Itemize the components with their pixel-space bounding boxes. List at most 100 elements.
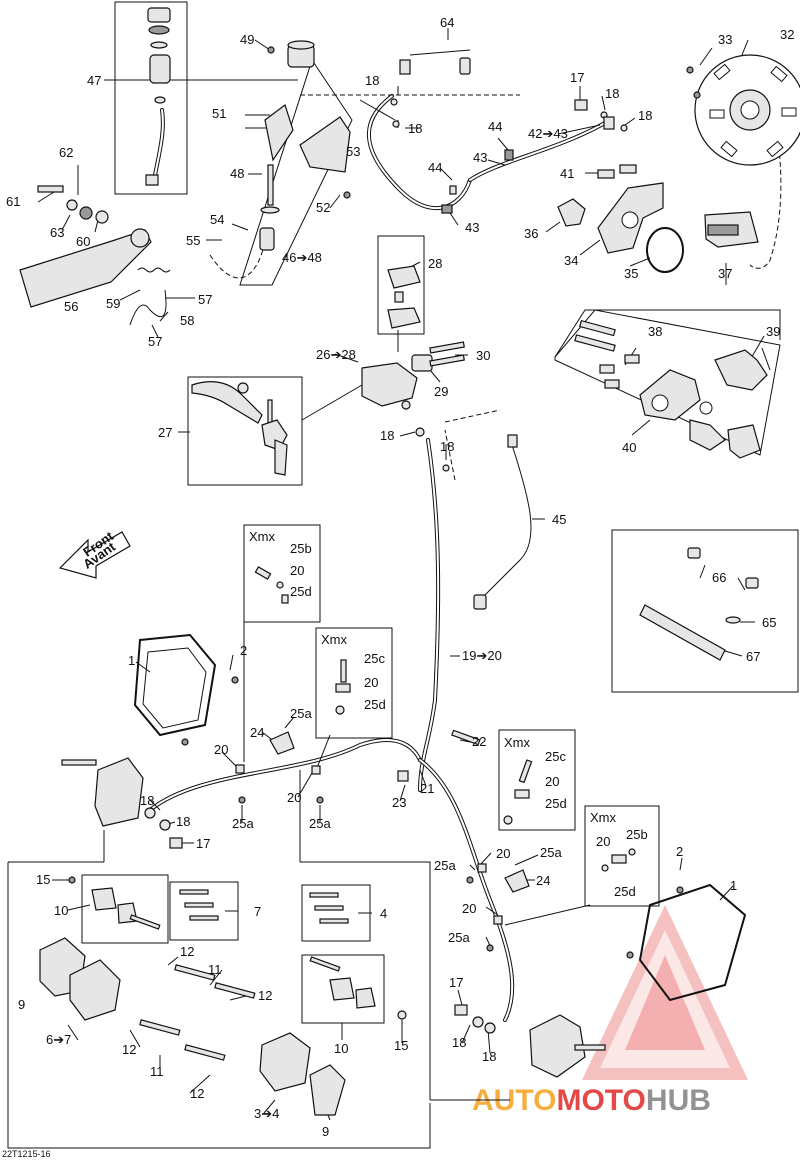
callout-25d-c: 25d (545, 796, 567, 811)
callout-29: 29 (434, 384, 448, 399)
callout-18-g: 18 (140, 793, 154, 808)
callout-39: 39 (766, 324, 780, 339)
plate-kit-box (611, 529, 799, 693)
callout-43-a: 43 (473, 150, 487, 165)
callout-25b-a: 25b (290, 541, 312, 556)
callout-23: 23 (392, 795, 406, 810)
callout-17-b: 17 (196, 836, 210, 851)
callout-58: 58 (180, 313, 194, 328)
callout-46-48: 46➔48 (282, 250, 322, 265)
callout-20-f: 20 (496, 846, 510, 861)
callout-18-b: 18 (408, 121, 422, 136)
callout-17-a: 17 (570, 70, 584, 85)
svg-text:AUTOMOTOHUB: AUTOMOTOHUB (472, 1084, 711, 1117)
callout-44-a: 44 (488, 119, 502, 134)
callout-6-7: 6➔7 (46, 1032, 71, 1047)
callout-42-43: 42➔43 (528, 126, 568, 141)
xmx-label-far-right: Xmx (590, 810, 617, 825)
callout-20-a: 20 (290, 563, 304, 578)
reservoir-kit-box (114, 1, 188, 195)
callout-18-h: 18 (176, 814, 190, 829)
callout-53: 53 (346, 144, 360, 159)
callout-9-a: 9 (18, 997, 25, 1012)
callout-25a-b: 25a (232, 816, 254, 831)
callout-55: 55 (186, 233, 200, 248)
callout-56: 56 (64, 299, 78, 314)
callout-28: 28 (428, 256, 442, 271)
callout-15-b: 15 (394, 1038, 408, 1053)
rear-caliper-frame (554, 309, 781, 456)
part-graphics (19, 7, 800, 1116)
callout-2-a: 2 (240, 643, 247, 658)
callout-22: 22 (472, 734, 486, 749)
callout-66: 66 (712, 570, 726, 585)
callout-21: 21 (420, 781, 434, 796)
callout-18-a: 18 (365, 73, 379, 88)
callout-59: 59 (106, 296, 120, 311)
callout-40: 40 (622, 440, 636, 455)
callout-18-j: 18 (482, 1049, 496, 1064)
watermark-logo: AUTOMOTOHUB (472, 905, 748, 1117)
callout-26-28: 26➔28 (316, 347, 356, 362)
callout-54: 54 (210, 212, 224, 227)
callout-35: 35 (624, 266, 638, 281)
callout-63: 63 (50, 225, 64, 240)
front-direction-arrow: Front Avant (58, 528, 131, 579)
callout-18-f: 18 (440, 439, 454, 454)
callout-45: 45 (552, 512, 566, 527)
callout-37: 37 (718, 266, 732, 281)
callout-25a-f: 25a (448, 930, 470, 945)
callout-15-a: 15 (36, 872, 50, 887)
watermark-hub: HUB (646, 1084, 711, 1117)
callout-4: 4 (380, 906, 387, 921)
callout-18-d: 18 (638, 108, 652, 123)
callout-33: 33 (718, 32, 732, 47)
callout-10-b: 10 (334, 1041, 348, 1056)
xmx-label-center: Xmx (321, 632, 348, 647)
callout-43-b: 43 (465, 220, 479, 235)
callout-20-c: 20 (214, 742, 228, 757)
callout-67: 67 (746, 649, 760, 664)
callout-1-a: 1 (128, 653, 135, 668)
callout-25d-d: 25d (614, 884, 636, 899)
callout-25a-e: 25a (540, 845, 562, 860)
callout-36: 36 (524, 226, 538, 241)
callout-20-b: 20 (364, 675, 378, 690)
callout-11-b: 11 (150, 1064, 164, 1079)
callout-18-c: 18 (605, 86, 619, 101)
callout-38: 38 (648, 324, 662, 339)
callout-30: 30 (476, 348, 490, 363)
callout-64: 64 (440, 15, 454, 30)
callout-60: 60 (76, 234, 90, 249)
callout-25b-b: 25b (626, 827, 648, 842)
callout-57a: 57 (198, 292, 212, 307)
callout-57b: 57 (148, 334, 162, 349)
callout-3-4: 3➔4 (254, 1106, 279, 1121)
callout-34: 34 (564, 253, 578, 268)
callout-25d-b: 25d (364, 697, 386, 712)
callout-labels: 49 47 51 53 52 48 54 55 46➔48 62 61 63 6… (6, 15, 794, 1139)
callout-17-c: 17 (449, 975, 463, 990)
callout-32: 32 (780, 27, 794, 42)
callout-20-g: 20 (462, 901, 476, 916)
rear-caliper-frame-top (554, 309, 781, 358)
watermark-moto: MOTO (556, 1084, 645, 1117)
callout-48: 48 (230, 166, 244, 181)
callout-12-a: 12 (180, 944, 194, 959)
callout-12-d: 12 (190, 1086, 204, 1101)
callout-27: 27 (158, 425, 172, 440)
callout-47: 47 (87, 73, 101, 88)
callout-49: 49 (240, 32, 254, 47)
callout-24-a: 24 (250, 725, 264, 740)
callout-1-b: 1 (730, 878, 737, 893)
callout-12-c: 12 (122, 1042, 136, 1057)
callout-61: 61 (6, 194, 20, 209)
sensor-wire-45 (479, 444, 532, 601)
callout-20-h: 20 (596, 834, 610, 849)
callout-25a-a: 25a (290, 706, 312, 721)
callout-20-e: 20 (545, 774, 559, 789)
xmx-box-right (498, 729, 576, 831)
callout-11-a: 11 (208, 962, 222, 977)
callout-25c-a: 25c (364, 651, 385, 666)
